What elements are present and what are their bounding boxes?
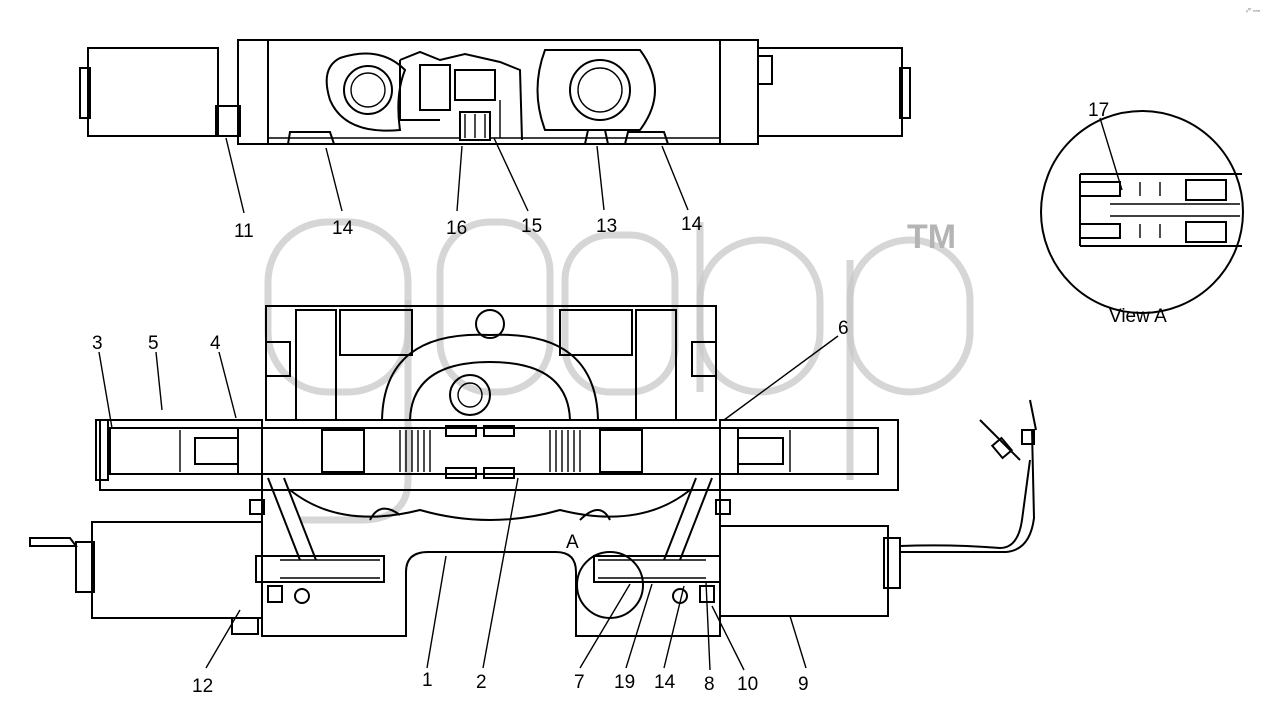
callout-14-top-left: 14 xyxy=(332,218,354,239)
callout-14-bottom: 14 xyxy=(654,672,676,693)
callout-4: 4 xyxy=(210,333,221,354)
callout-17: 17 xyxy=(1088,100,1109,121)
callout-labels: 11 14 16 15 13 14 17 View A 3 5 4 6 A 12… xyxy=(92,100,1167,697)
view-a-inset xyxy=(1040,110,1244,314)
spool-grooves-right xyxy=(549,430,581,472)
callout-1: 1 xyxy=(422,670,433,691)
callout-12: 12 xyxy=(192,676,213,697)
callout-13: 13 xyxy=(596,216,617,237)
callout-19: 19 xyxy=(614,672,635,693)
section-mark-a: A xyxy=(566,532,579,553)
leader-lines xyxy=(98,137,839,671)
callout-14-top-right: 14 xyxy=(681,214,703,235)
front-view xyxy=(29,305,1037,637)
view-a-label: View A xyxy=(1109,306,1167,327)
callout-9: 9 xyxy=(798,674,809,695)
callout-5: 5 xyxy=(148,333,159,354)
callout-15: 15 xyxy=(521,216,542,237)
top-view xyxy=(79,39,911,145)
spool-grooves-left xyxy=(399,430,431,472)
callout-11: 11 xyxy=(234,221,254,242)
corner-code: ₓᵐ ₙₙₙ xyxy=(1246,8,1261,14)
callout-16: 16 xyxy=(446,218,467,239)
trademark-mark: TM xyxy=(907,218,956,256)
callout-2: 2 xyxy=(476,672,487,693)
callout-6: 6 xyxy=(838,318,849,339)
callout-3: 3 xyxy=(92,333,103,354)
callout-10: 10 xyxy=(737,674,758,695)
callout-7: 7 xyxy=(574,672,585,693)
callout-8: 8 xyxy=(704,674,715,695)
